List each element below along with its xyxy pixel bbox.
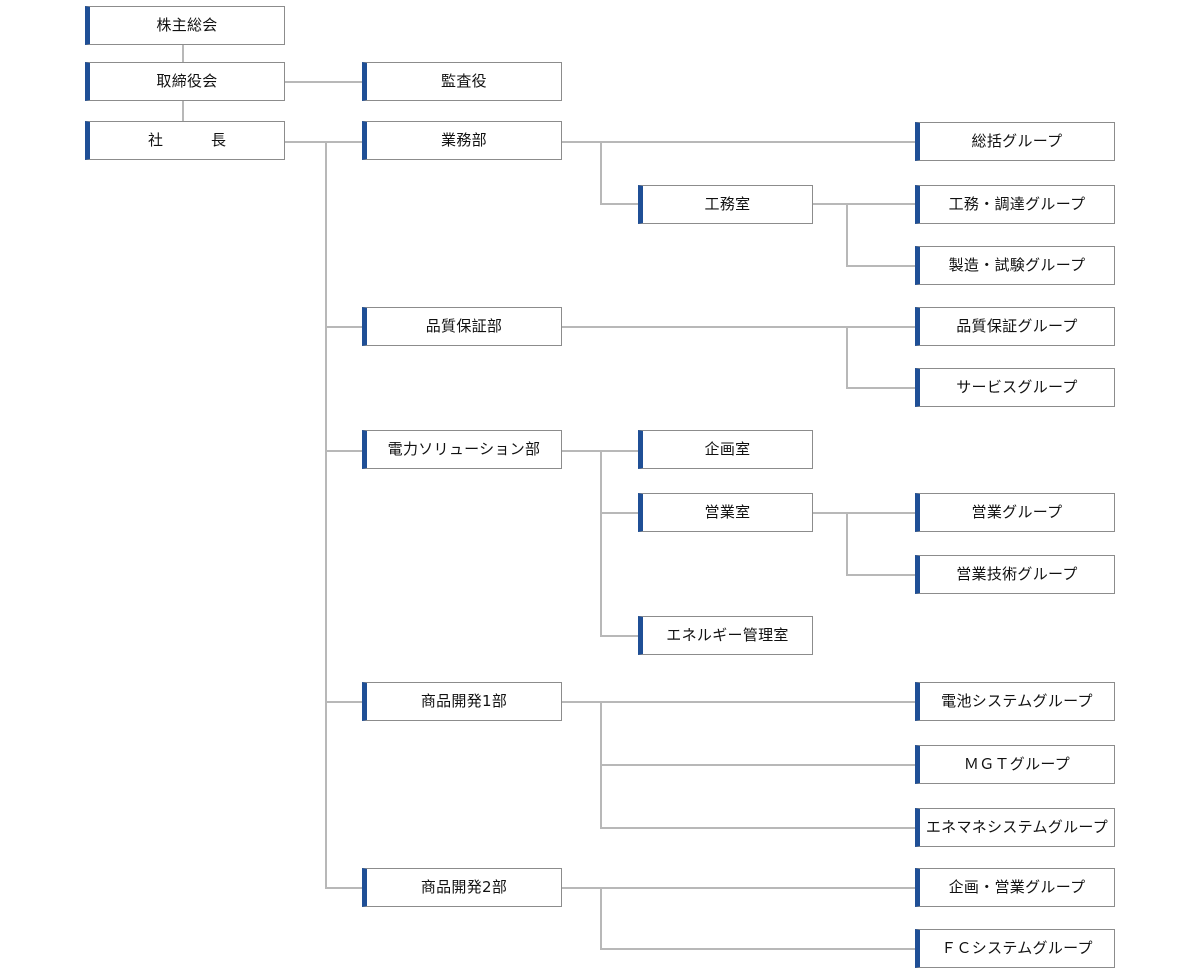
connector-line <box>285 141 363 143</box>
sales-engineering-group-box: 営業技術グループ <box>915 555 1115 594</box>
sales-group-box: 営業グループ <box>915 493 1115 532</box>
connector-line <box>600 512 639 514</box>
product-development-1-box: 商品開発1部 <box>362 682 562 721</box>
general-group-box: 総括グループ <box>915 122 1115 161</box>
connector-line <box>325 450 363 452</box>
connector-line <box>600 948 916 950</box>
connector-line <box>562 701 916 703</box>
connector-line <box>812 203 916 205</box>
planning-office-box: 企画室 <box>638 430 813 469</box>
connector-line <box>562 326 916 328</box>
business-department-box: 業務部 <box>362 121 562 160</box>
connector-line <box>325 141 327 889</box>
connector-line <box>812 512 916 514</box>
connector-line <box>600 764 916 766</box>
board-box: 取締役会 <box>85 62 285 101</box>
president-box: 社 長 <box>85 121 285 160</box>
mgt-group-box: ＭＧＴグループ <box>915 745 1115 784</box>
energy-management-system-group-box: エネマネシステムグループ <box>915 808 1115 847</box>
connector-line <box>600 203 639 205</box>
connector-line <box>285 81 363 83</box>
connector-line <box>325 326 363 328</box>
connector-line <box>600 827 916 829</box>
shareholders-meeting-box: 株主総会 <box>85 6 285 45</box>
quality-department-box: 品質保証部 <box>362 307 562 346</box>
auditor-box: 監査役 <box>362 62 562 101</box>
power-solution-department-box: 電力ソリューション部 <box>362 430 562 469</box>
connector-line <box>846 387 916 389</box>
connector-line <box>600 887 602 949</box>
sales-office-box: 営業室 <box>638 493 813 532</box>
connector-line <box>846 203 848 266</box>
connector-line <box>562 887 916 889</box>
connector-line <box>600 635 639 637</box>
product-development-2-box: 商品開発2部 <box>362 868 562 907</box>
planning-sales-group-box: 企画・営業グループ <box>915 868 1115 907</box>
connector-line <box>600 141 602 204</box>
connector-line <box>325 701 363 703</box>
quality-group-box: 品質保証グループ <box>915 307 1115 346</box>
connector-line <box>325 887 363 889</box>
manufacturing-testing-group-box: 製造・試験グループ <box>915 246 1115 285</box>
fc-system-group-box: ＦＣシステムグループ <box>915 929 1115 968</box>
connector-line <box>846 326 848 388</box>
connector-line <box>846 512 848 575</box>
connector-line <box>846 574 916 576</box>
connector-line <box>562 141 916 143</box>
service-group-box: サービスグループ <box>915 368 1115 407</box>
engineering-office-box: 工務室 <box>638 185 813 224</box>
battery-system-group-box: 電池システムグループ <box>915 682 1115 721</box>
energy-management-office-box: エネルギー管理室 <box>638 616 813 655</box>
connector-line <box>182 45 184 62</box>
connector-line <box>600 450 602 636</box>
connector-line <box>182 101 184 121</box>
connector-line <box>846 265 916 267</box>
engineering-procurement-group-box: 工務・調達グループ <box>915 185 1115 224</box>
